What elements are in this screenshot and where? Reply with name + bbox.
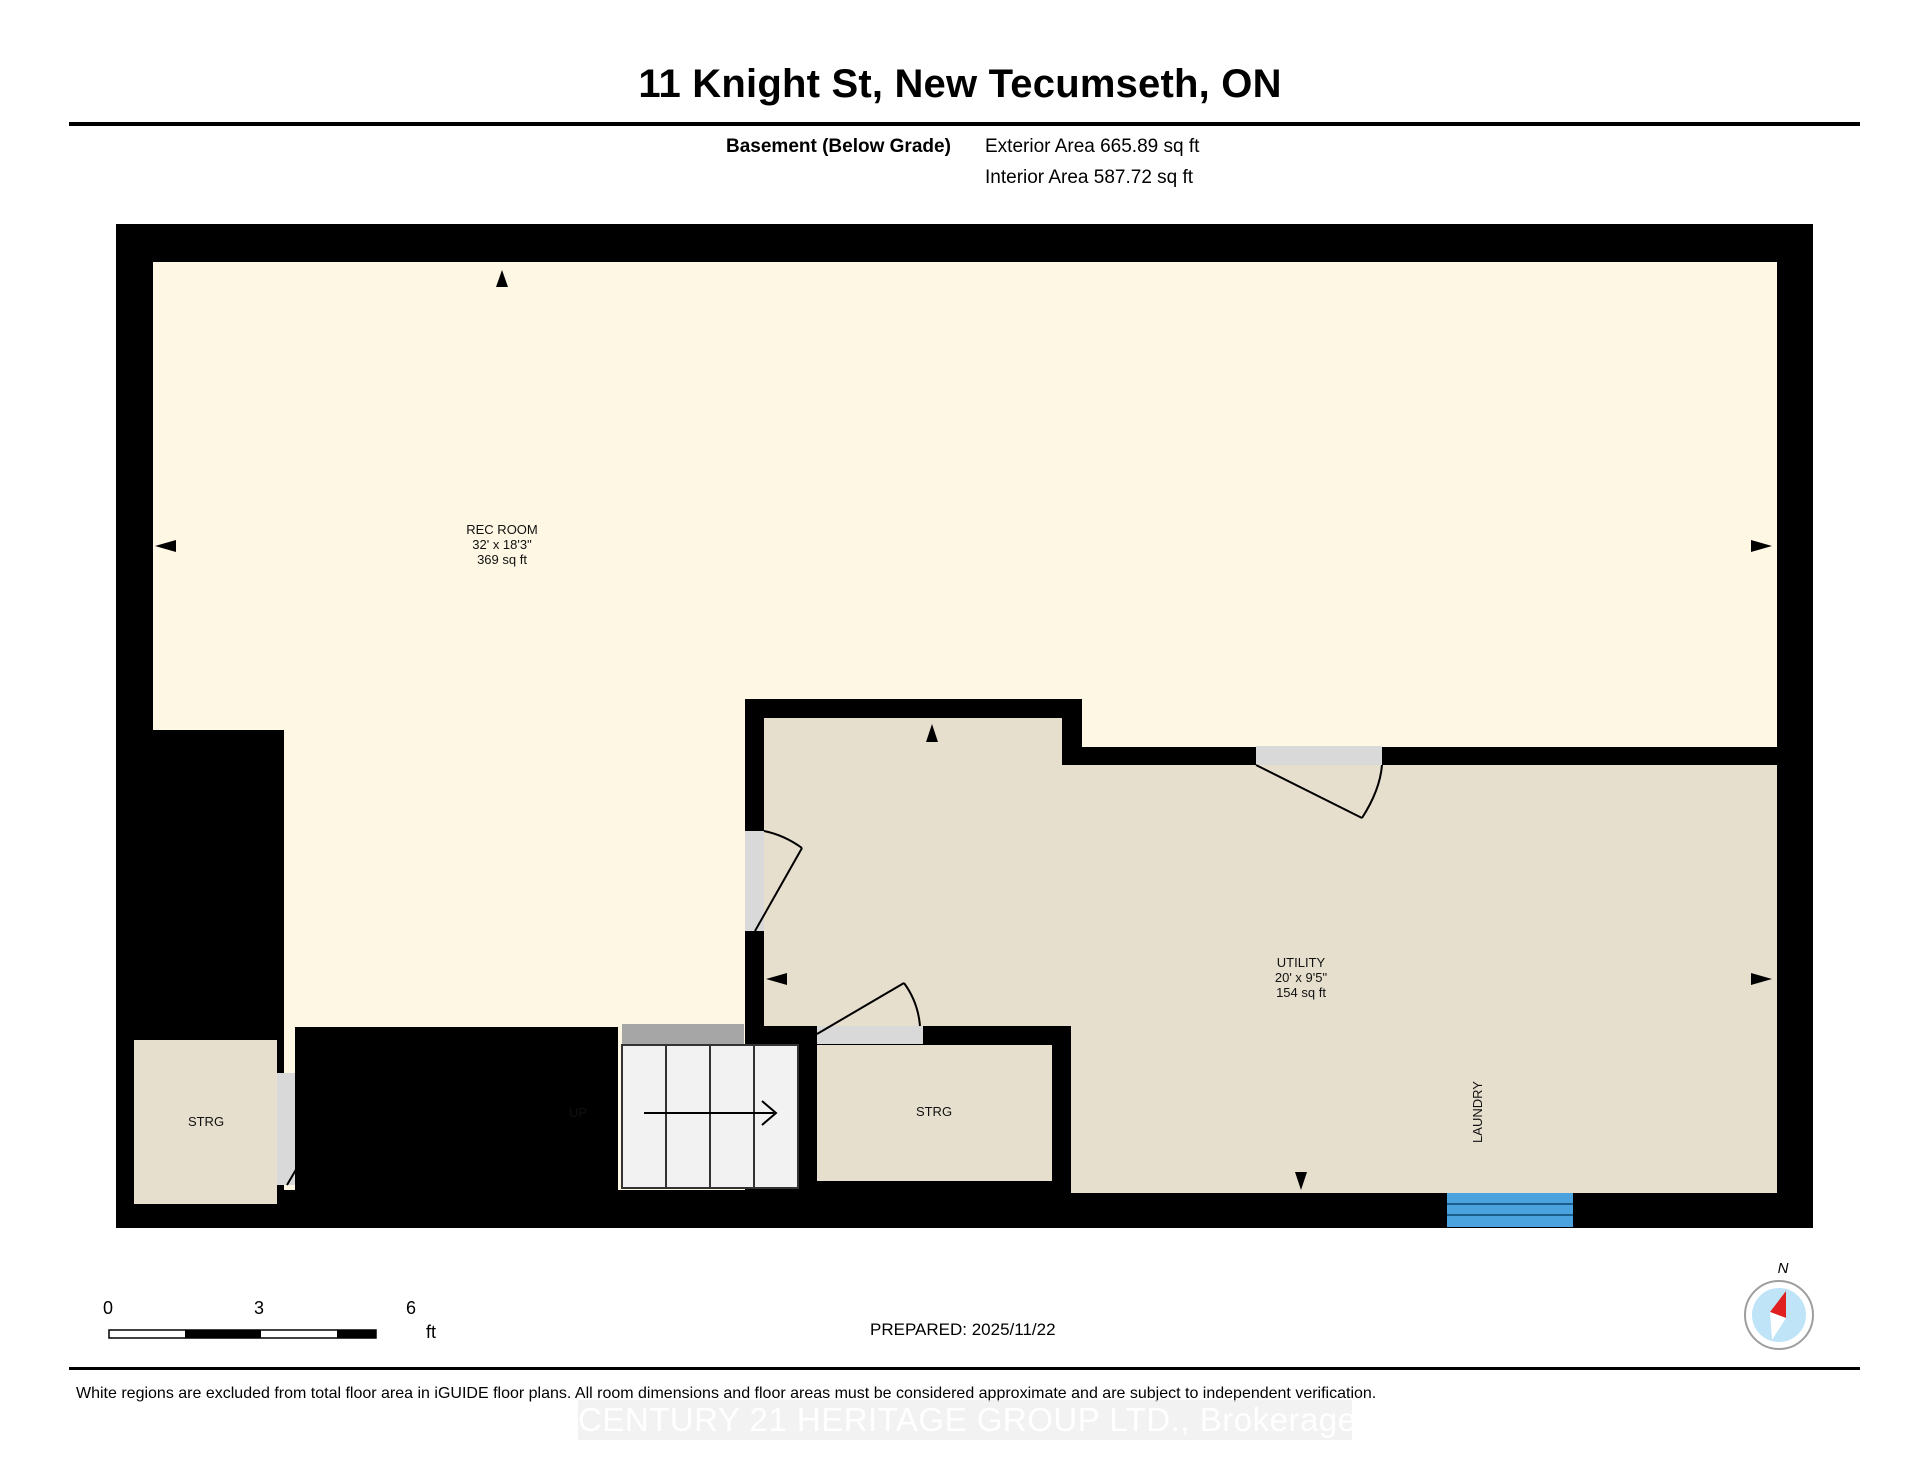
scale-tick-6: 6	[406, 1298, 417, 1318]
prepared-date: PREPARED: 2025/11/22	[870, 1320, 1056, 1339]
utility-arrow-e	[1751, 973, 1772, 985]
rec-room-floor	[153, 262, 1777, 1190]
door-utility-north	[1255, 746, 1383, 819]
scale-tick-3: 3	[254, 1298, 265, 1318]
exterior-area: Exterior Area 665.89 sq ft	[985, 136, 1200, 157]
rec-arrow-e	[1751, 540, 1772, 552]
rec-room-name: REC ROOM	[466, 522, 538, 537]
window-laundry	[1447, 1193, 1573, 1227]
utility-floor	[764, 718, 1777, 1193]
page-title: 11 Knight St, New Tecumseth, ON	[638, 62, 1282, 106]
utility-arrow-w	[766, 973, 787, 985]
rec-room-dims: 32' x 18'3"	[472, 537, 532, 552]
rec-arrow-w	[155, 540, 176, 552]
compass-north-label: N	[1778, 1260, 1789, 1277]
title-divider	[69, 122, 1860, 126]
compass-needle-north	[1770, 1291, 1786, 1318]
storage-center-label: STRG	[916, 1104, 952, 1119]
stairs-up-label: UP	[569, 1105, 587, 1120]
laundry-label: LAUNDRY	[1470, 1081, 1485, 1143]
dimension-arrows	[155, 270, 1772, 1190]
interior-area: Interior Area 587.72 sq ft	[985, 167, 1194, 188]
door-storage-west	[277, 1072, 344, 1186]
utility-area: 154 sq ft	[1276, 985, 1326, 1000]
storage-west-label: STRG	[188, 1114, 224, 1129]
compass-needle-south	[1770, 1312, 1786, 1340]
door-storage-center	[816, 982, 923, 1044]
staircase	[621, 1024, 799, 1189]
storage-west-floor	[134, 1040, 277, 1204]
utility-arrow-s	[1295, 1172, 1307, 1190]
utility-dims: 20' x 9'5"	[1275, 970, 1328, 985]
footnote: White regions are excluded from total fl…	[76, 1385, 1377, 1402]
utility-name: UTILITY	[1277, 955, 1326, 970]
brokerage-watermark: CENTURY 21 HERITAGE GROUP LTD., Brokerag…	[578, 1400, 1357, 1440]
scale-unit: ft	[426, 1322, 437, 1342]
door-utility-west	[745, 830, 803, 932]
rec-room-area: 369 sq ft	[477, 552, 527, 567]
utility-arrow-n	[926, 724, 938, 742]
rec-arrow-n	[496, 270, 508, 287]
level-label: Basement (Below Grade)	[726, 136, 951, 157]
storage-center-floor	[817, 1045, 1052, 1181]
scale-bar	[108, 1329, 377, 1339]
footer-divider	[69, 1367, 1860, 1370]
compass-icon: N	[1744, 1260, 1814, 1350]
stair-landing	[622, 1024, 744, 1045]
rec-arrow-s	[496, 1171, 508, 1188]
scale-tick-0: 0	[103, 1298, 114, 1318]
